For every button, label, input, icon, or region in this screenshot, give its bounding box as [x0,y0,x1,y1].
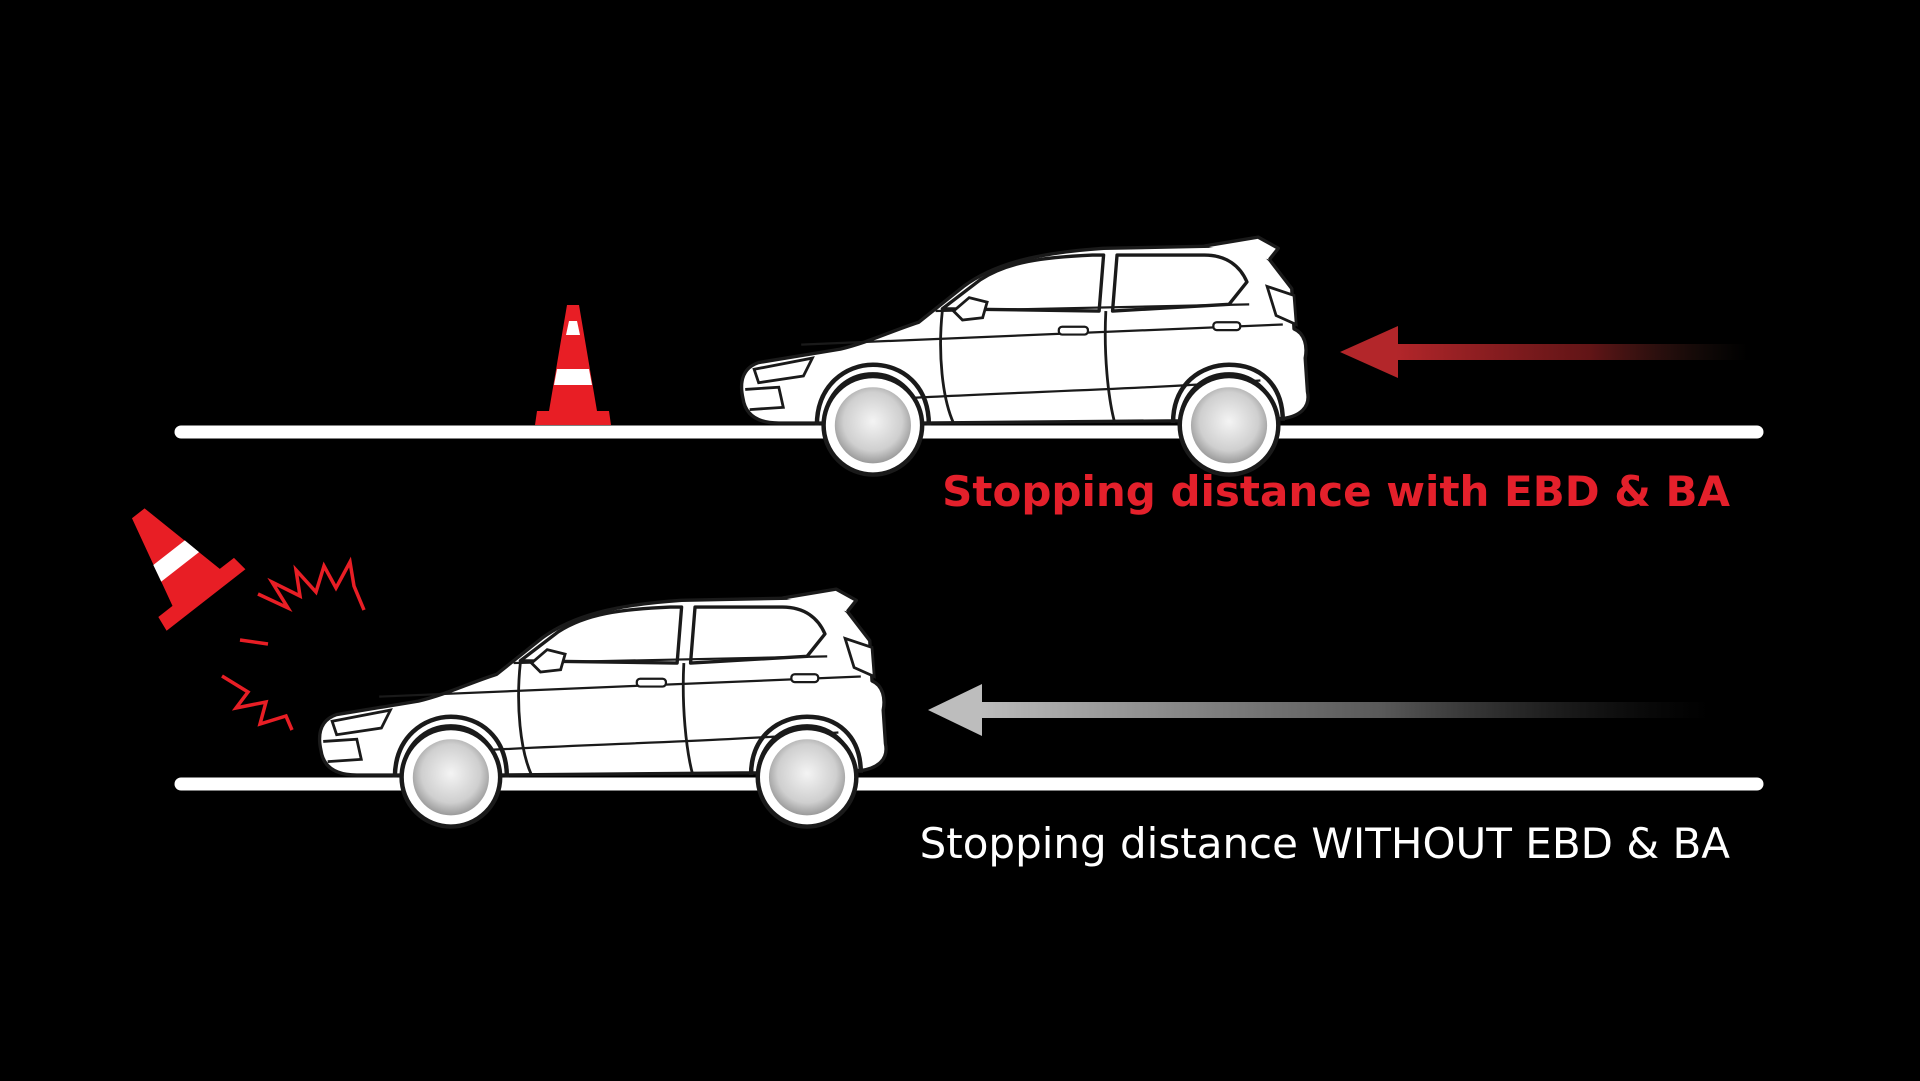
caption-without-ebd-ba: Stopping distance WITHOUT EBD & BA [919,819,1730,868]
hatchback-car-icon [320,589,886,826]
caption-with-ebd-ba: Stopping distance with EBD & BA [942,467,1730,516]
impact-burst-icon [221,556,366,731]
motion-arrow-grey [928,684,1710,736]
hatchback-car-icon [742,237,1308,474]
scene-with-ebd-ba [174,237,1764,474]
knocked-over-traffic-cone-icon [131,508,246,631]
traffic-cone-icon [535,305,611,425]
motion-arrow-red [1340,326,1748,378]
scene-without-ebd-ba [131,508,1764,827]
